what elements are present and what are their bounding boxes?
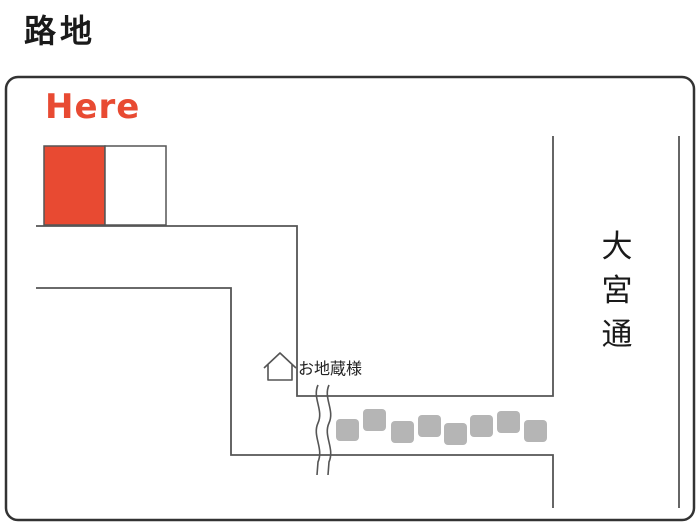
page-title: 路地 [24, 12, 97, 50]
stone [336, 419, 359, 441]
shrine-label: お地蔵様 [298, 359, 362, 378]
stone [524, 420, 547, 442]
stone [444, 423, 467, 445]
alley-road-bottom-edge [36, 287, 554, 508]
alley-road-top-edge [36, 136, 554, 397]
here-label: Here [45, 87, 140, 127]
stone [497, 411, 520, 433]
road-break-mark-left [315, 384, 321, 476]
street-name-char: 大 [602, 229, 633, 265]
street-name-vertical: 大 宮 通 [602, 229, 633, 353]
street-name-char: 宮 [602, 273, 633, 309]
stone [391, 421, 414, 443]
neighbor-building [104, 145, 167, 226]
stone-row-icon [336, 409, 547, 445]
stone [418, 415, 441, 437]
shrine-icon [263, 352, 297, 381]
stone [363, 409, 386, 431]
road-break-mark-right [326, 384, 332, 476]
map-frame [4, 75, 696, 522]
street-name-char: 通 [602, 317, 633, 353]
stone [470, 415, 493, 437]
destination-building [43, 145, 106, 226]
